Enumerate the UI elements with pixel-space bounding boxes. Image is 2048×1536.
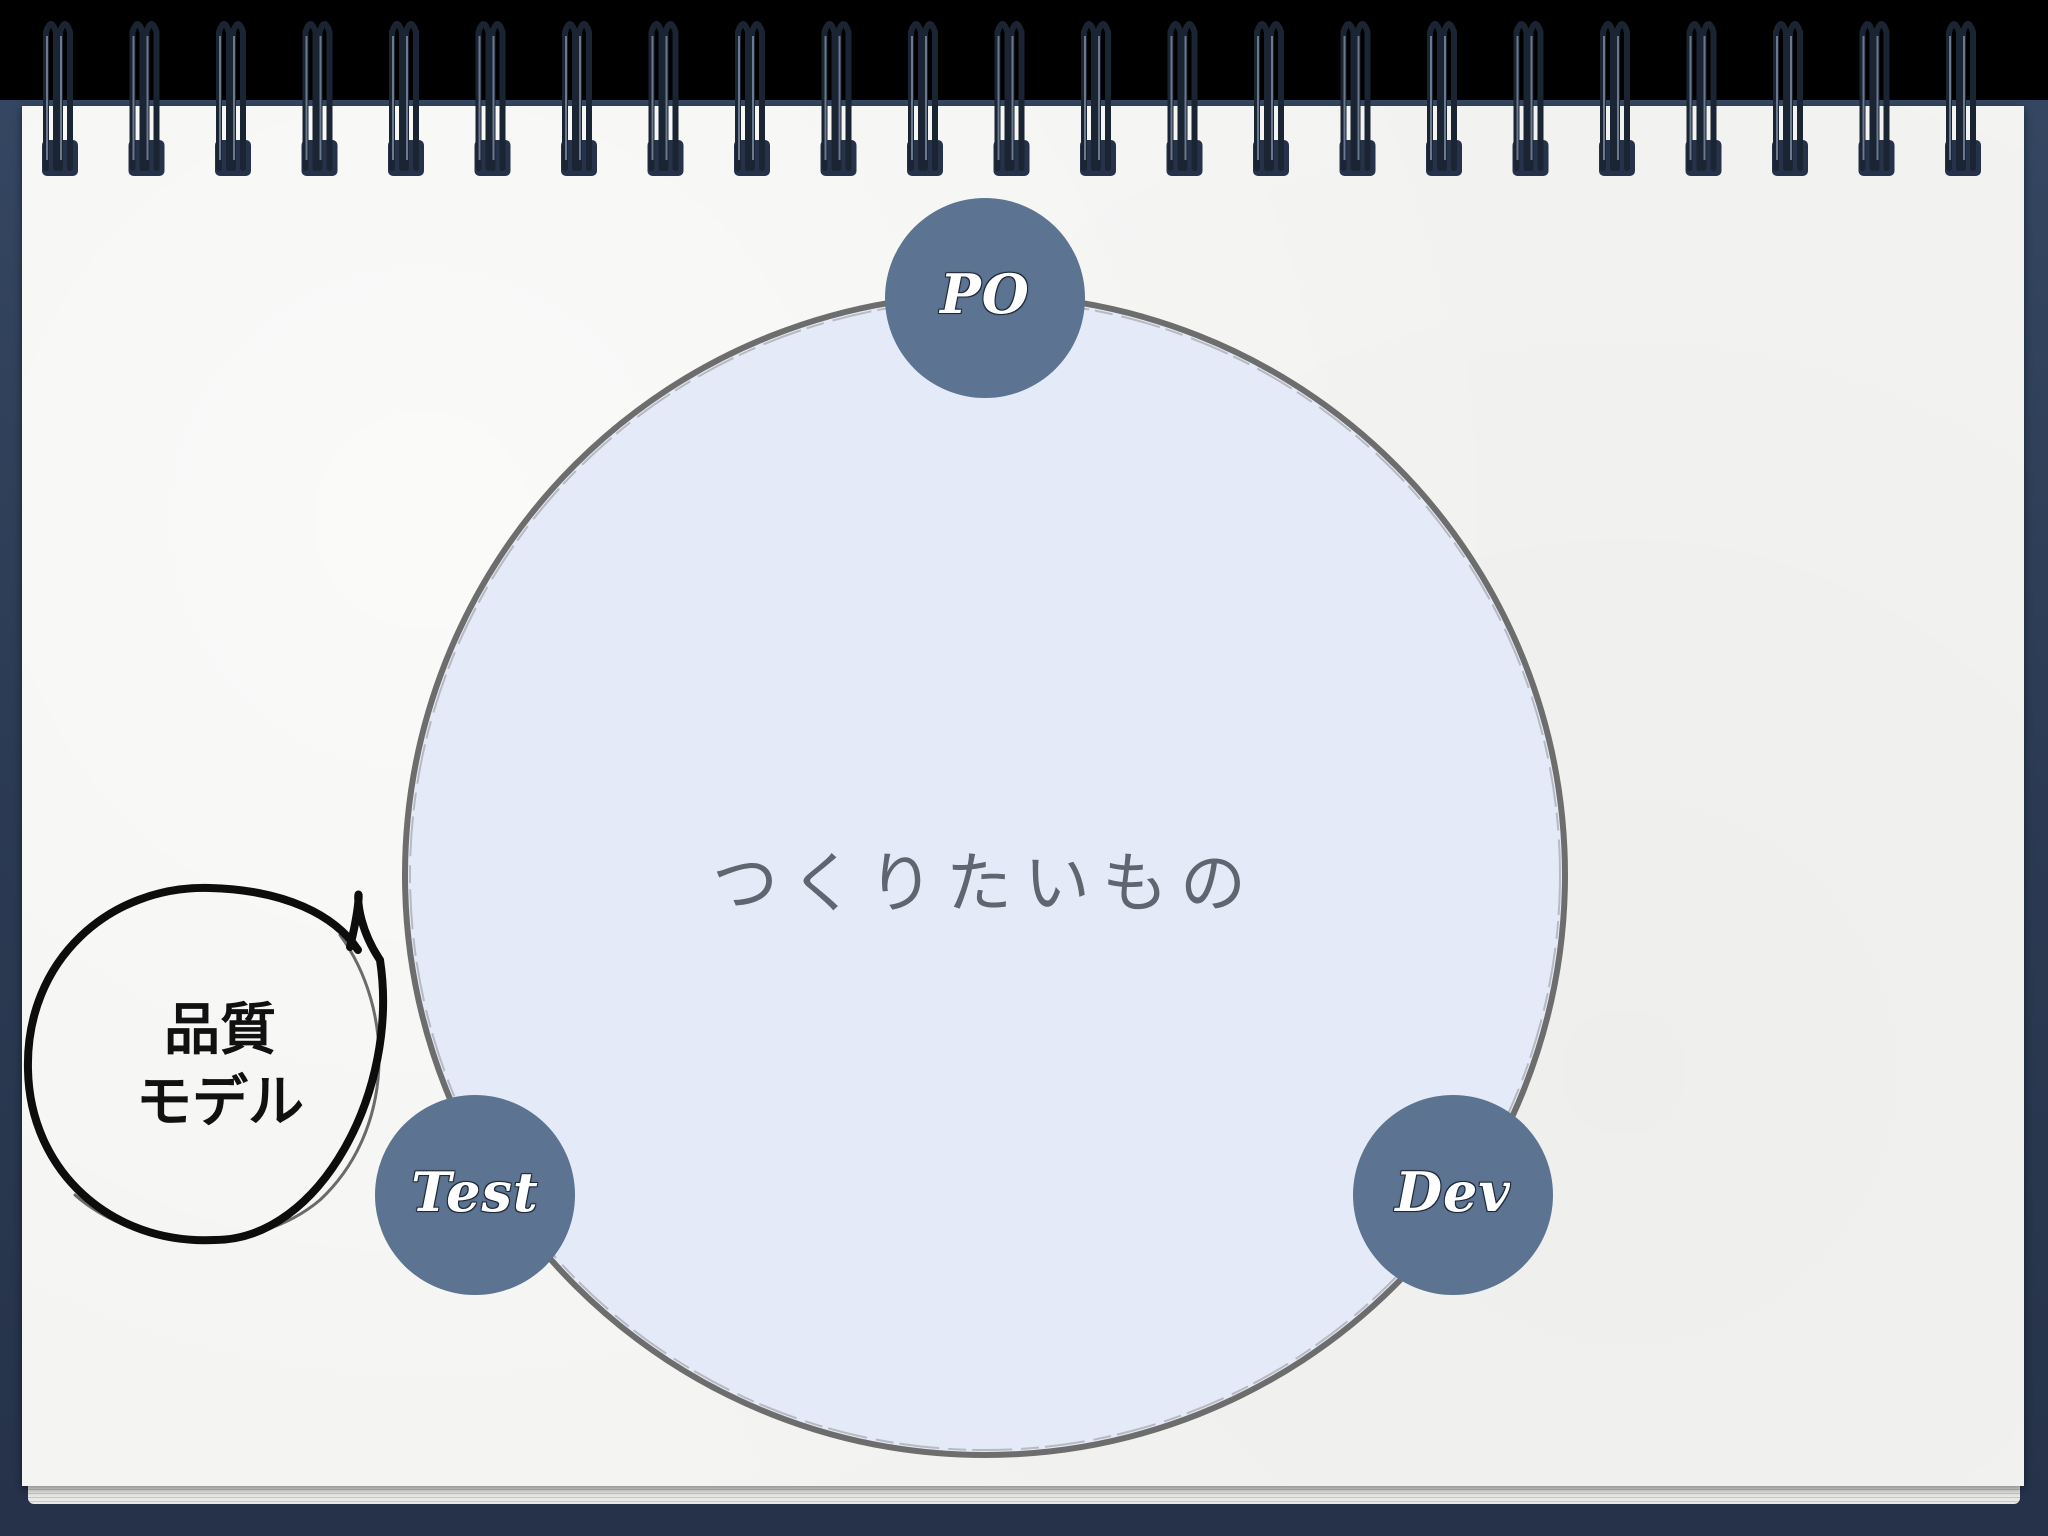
binding-ring <box>1080 21 1116 176</box>
quality-model-label-line2: モデル <box>136 1070 304 1135</box>
binding-ring <box>388 21 424 176</box>
dev-label: Dev <box>1395 1160 1511 1224</box>
binding-ring <box>907 21 943 176</box>
binding-ring <box>1945 21 1981 176</box>
binding-ring <box>561 21 597 176</box>
binding-ring <box>993 21 1030 176</box>
binding-ring <box>1858 21 1895 176</box>
binding-ring <box>215 21 251 176</box>
binding-ring <box>128 21 165 176</box>
po-node <box>885 198 1085 398</box>
binding-ring <box>1685 21 1722 176</box>
quality-model-circle <box>23 883 388 1245</box>
binding-ring <box>1772 21 1808 176</box>
test-node <box>375 1095 575 1295</box>
test-label: Test <box>411 1160 539 1224</box>
quality-model-label-line1: 品質 <box>164 998 276 1063</box>
binding-ring <box>1512 21 1549 176</box>
binding-ring <box>474 21 511 176</box>
spiral-binding-rings <box>42 21 1981 176</box>
binding-ring <box>1339 21 1376 176</box>
binding-ring <box>301 21 338 176</box>
binding-ring <box>734 21 770 176</box>
po-label: PO <box>940 262 1030 326</box>
quality-model-label: 品質 モデル <box>90 995 350 1139</box>
binding-ring <box>42 21 78 176</box>
binding-ring <box>1253 21 1289 176</box>
binding-ring <box>1166 21 1203 176</box>
dev-node <box>1353 1095 1553 1295</box>
quality-model-circle-brush <box>73 933 381 1242</box>
center-label: つくりたいもの <box>712 845 1258 922</box>
binding-ring <box>647 21 684 176</box>
binding-ring <box>820 21 857 176</box>
binding-ring <box>1599 21 1635 176</box>
binding-ring <box>1426 21 1462 176</box>
